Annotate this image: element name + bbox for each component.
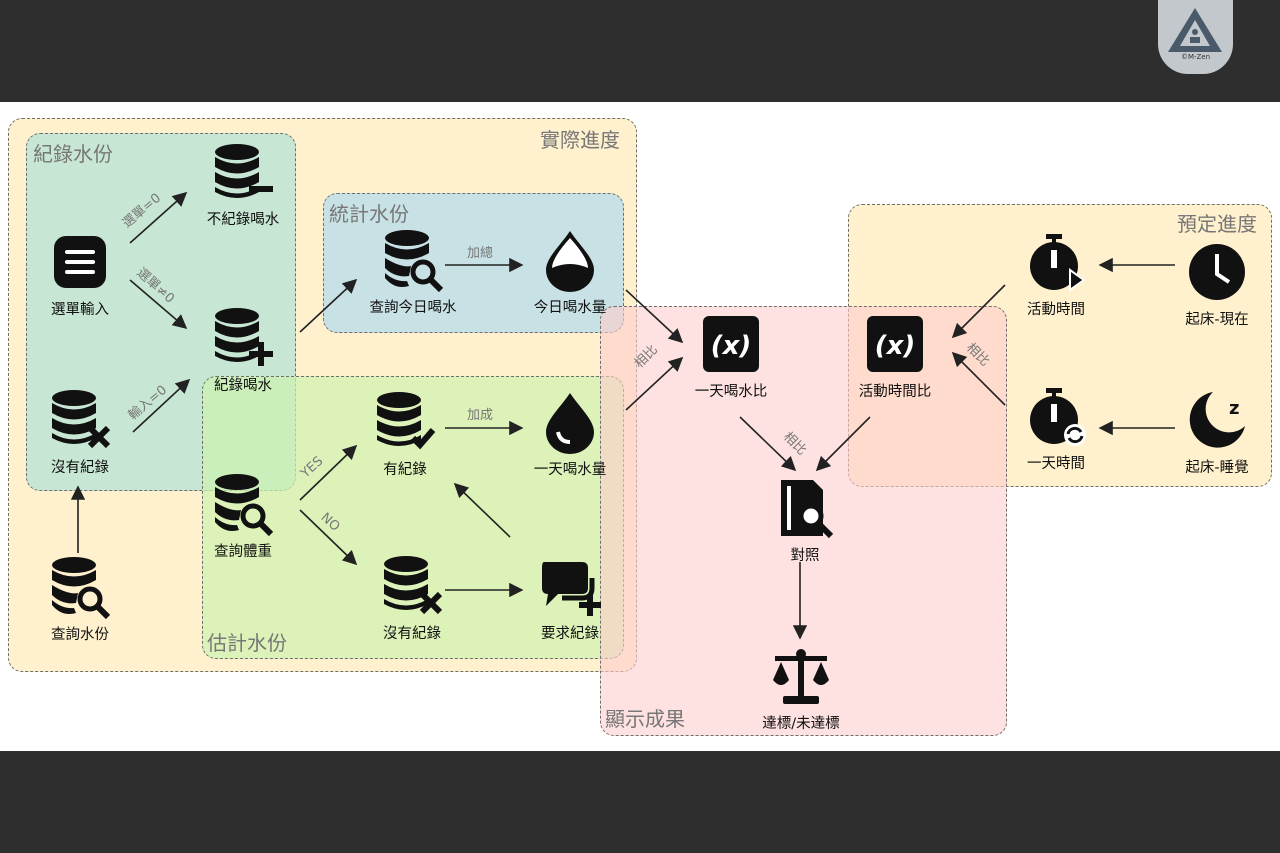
- database-search-icon: [52, 557, 111, 619]
- chat-plus-icon: [542, 562, 601, 616]
- database-plus-icon: [215, 308, 273, 366]
- database-search-icon: [215, 474, 274, 536]
- node-has-record: 有紀錄: [340, 390, 470, 479]
- node-label: 一天時間: [1027, 456, 1085, 472]
- node-label: 今日喝水量: [533, 300, 607, 316]
- node-wake-now: 起床-現在: [1152, 240, 1280, 329]
- node-no-record-mid: 沒有紀錄: [347, 554, 477, 643]
- node-query-water: 查詢水份: [15, 555, 145, 644]
- node-label: 查詢水份: [51, 627, 109, 643]
- moon-sleep-icon: z: [1189, 392, 1245, 448]
- database-search-icon: [385, 230, 444, 292]
- node-menu-input: 選單輸入: [15, 230, 145, 319]
- region-title-estimate: 估計水份: [207, 631, 287, 655]
- database-x-icon: [384, 556, 443, 615]
- logo-mountain-icon: [1168, 8, 1222, 52]
- node-no-record-drink: 不紀錄喝水: [178, 140, 308, 229]
- timer-sync-icon: [1030, 388, 1086, 446]
- svg-text:(x): (x): [875, 331, 916, 361]
- node-activity-ratio: (x) 活動時間比: [830, 312, 960, 401]
- node-no-record-left: 沒有紀錄: [15, 388, 145, 477]
- database-check-icon: [377, 392, 436, 450]
- node-compare: 對照: [740, 476, 870, 565]
- region-title-stats: 統計水份: [329, 202, 409, 226]
- database-x-icon: [52, 390, 111, 449]
- region-title-actual: 實際進度: [540, 128, 620, 152]
- region-title-record: 紀錄水份: [33, 142, 113, 166]
- top-bar: [0, 0, 1280, 102]
- node-label: 查詢今日喝水: [369, 300, 457, 316]
- node-ask-record: 要求紀錄: [505, 554, 635, 643]
- logo-text: ©M-Zen: [1180, 53, 1211, 61]
- node-query-weight: 查詢體重: [178, 472, 308, 561]
- node-day-amount: 一天喝水量: [505, 390, 635, 479]
- water-drop-icon: [546, 393, 594, 454]
- bottom-bar: [0, 751, 1280, 853]
- node-record-drink: 紀錄喝水: [178, 306, 308, 395]
- edge-label-sum: 加總: [467, 246, 494, 261]
- node-wake-sleep: z 起床-睡覺: [1152, 388, 1280, 477]
- node-label: 起床-睡覺: [1185, 460, 1249, 476]
- node-label: 沒有紀錄: [383, 626, 441, 642]
- timer-play-icon: [1030, 234, 1086, 292]
- node-label: 不紀錄喝水: [206, 212, 280, 228]
- node-label: 達標/未達標: [762, 716, 840, 732]
- function-x-icon: (x): [703, 316, 759, 372]
- node-day-ratio: (x) 一天喝水比: [666, 312, 796, 401]
- document-search-icon: [781, 480, 834, 539]
- node-label: 一天喝水比: [694, 384, 768, 400]
- edge-label-add: 加成: [467, 408, 494, 423]
- logo: ©M-Zen: [1158, 0, 1233, 74]
- node-label: 一天喝水量: [533, 462, 607, 478]
- region-title-planned: 預定進度: [1177, 212, 1257, 236]
- node-label: 對照: [790, 548, 820, 564]
- node-result: 達標/未達標: [736, 644, 866, 733]
- svg-text:(x): (x): [711, 331, 752, 361]
- node-query-today: 查詢今日喝水: [348, 228, 478, 317]
- svg-text:z: z: [1229, 398, 1239, 419]
- clock-icon: [1189, 244, 1245, 300]
- water-drop-half-icon: [546, 231, 594, 292]
- node-day-time: 一天時間: [991, 384, 1121, 473]
- node-today-amount: 今日喝水量: [505, 228, 635, 317]
- node-label: 起床-現在: [1185, 312, 1249, 328]
- menu-list-icon: [54, 236, 106, 288]
- function-x-icon: (x): [867, 316, 923, 372]
- node-label: 活動時間比: [858, 384, 932, 400]
- node-label: 要求紀錄: [541, 626, 599, 642]
- balance-scale-icon: [773, 649, 829, 704]
- node-label: 查詢體重: [214, 544, 272, 560]
- node-label: 沒有紀錄: [51, 460, 109, 476]
- database-minus-icon: [215, 144, 273, 198]
- node-label: 紀錄喝水: [214, 378, 272, 394]
- node-label: 有紀錄: [383, 462, 427, 478]
- node-activity-time: 活動時間: [991, 230, 1121, 319]
- node-label: 選單輸入: [51, 302, 109, 318]
- node-label: 活動時間: [1027, 302, 1085, 318]
- region-title-result: 顯示成果: [605, 707, 685, 731]
